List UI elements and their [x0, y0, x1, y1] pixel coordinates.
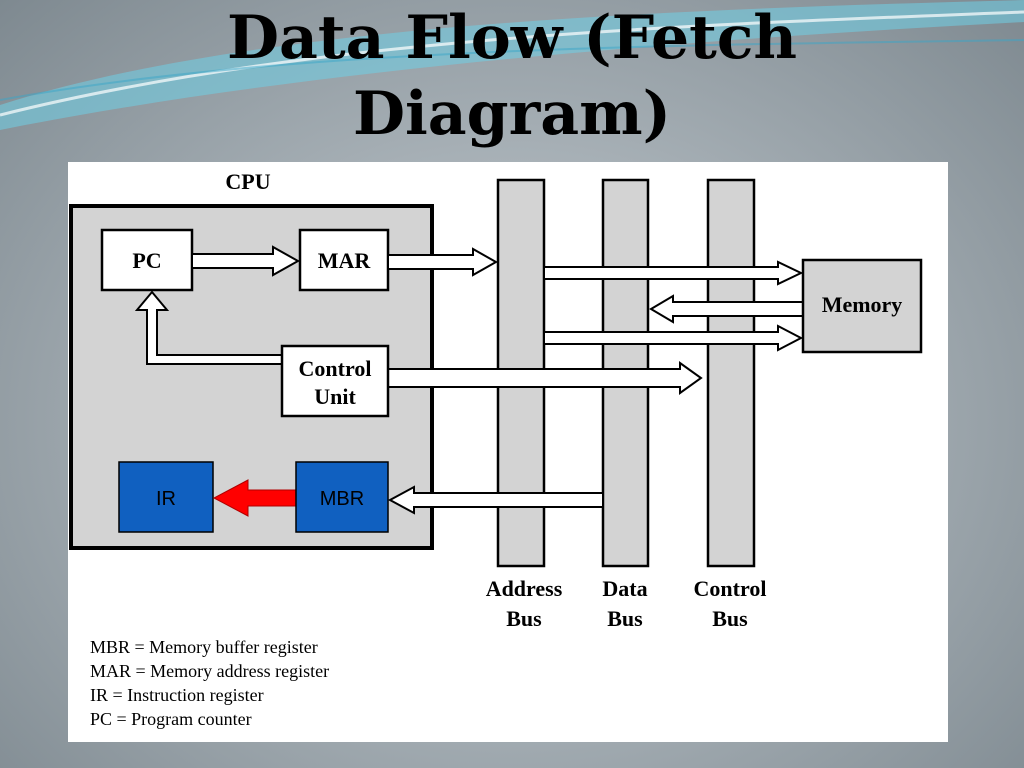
cpu-label: CPU: [225, 169, 270, 194]
ir-label: IR: [156, 488, 176, 510]
mar-label: MAR: [318, 248, 372, 273]
memory-label: Memory: [822, 292, 903, 317]
data-bus-label-2: Bus: [607, 606, 643, 631]
fetch-diagram: CPU PC MAR Control Unit IR MBR Memory: [68, 162, 948, 742]
address-bus-label-1: Address: [486, 576, 563, 601]
data-bus-label-1: Data: [602, 576, 647, 601]
control-bus-label-1: Control: [694, 576, 767, 601]
pc-to-mar-arrow: [191, 245, 301, 277]
title-line-2: Diagram): [352, 79, 672, 149]
mar-to-address-bus-arrow: [387, 247, 499, 277]
legend-item: PC = Program counter: [90, 709, 252, 729]
control-bus: [706, 178, 756, 568]
mbr-label: MBR: [320, 488, 364, 510]
legend-item: MBR = Memory buffer register: [90, 637, 318, 657]
ir-box: [118, 461, 214, 533]
mbr-box: [295, 461, 389, 533]
slide-title: Data Flow (Fetch Diagram): [0, 0, 1024, 152]
control-unit-line-1: Control: [299, 356, 372, 381]
bus-connections: [387, 260, 804, 395]
pc-label: PC: [132, 248, 161, 273]
control-unit-line-2: Unit: [314, 384, 356, 409]
legend-item: MAR = Memory address register: [90, 661, 329, 681]
data-bus-to-mbr-arrow: [387, 485, 604, 515]
control-bus-label-2: Bus: [712, 606, 748, 631]
title-line-1: Data Flow (Fetch: [226, 3, 798, 73]
address-bus-label-2: Bus: [506, 606, 542, 631]
legend-item: IR = Instruction register: [90, 685, 264, 705]
mbr-to-ir-arrow: [212, 479, 297, 517]
mar-box: [298, 228, 390, 292]
legend: MBR = Memory buffer register MAR = Memor…: [90, 637, 329, 729]
memory-box: [801, 258, 923, 354]
background-swoosh: [0, 0, 1024, 130]
control-unit-to-pc-arrow: [134, 290, 283, 365]
control-unit-box: [280, 344, 390, 418]
